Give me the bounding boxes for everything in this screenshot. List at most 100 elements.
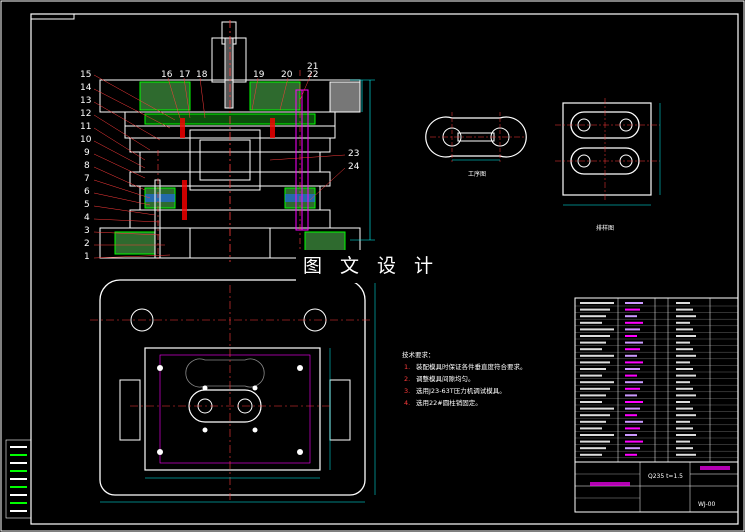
tech-req-text-1: 装配模具时保证各件垂直度符合要求。 (416, 362, 527, 371)
parts-row-material-mark (676, 414, 696, 417)
corner-tab (30, 13, 75, 20)
parts-row-name-mark (625, 361, 643, 364)
parts-row-material-mark (676, 420, 690, 423)
parts-row-name-mark (625, 440, 643, 443)
parts-row-material-mark (676, 374, 696, 377)
parts-row-text-mark (580, 315, 606, 318)
revision-row-mark (10, 462, 27, 464)
part-label-1: 1 (84, 252, 90, 262)
parts-row-material-mark (676, 308, 693, 311)
parts-row-name-mark (625, 381, 643, 384)
part-label-16: 16 (161, 70, 173, 80)
parts-row-name-mark (625, 354, 637, 357)
parts-row-material-mark (676, 381, 690, 384)
parts-row-text-mark (580, 447, 606, 450)
revision-row-mark (10, 454, 27, 456)
part-label-2: 2 (84, 239, 90, 249)
part-label-3: 3 (84, 226, 90, 236)
tech-req-num-4: 4. (404, 399, 410, 407)
parts-row-material-mark (676, 348, 693, 351)
part-label-8: 8 (84, 161, 90, 171)
part-label-18: 18 (196, 70, 208, 80)
revision-row-mark (10, 478, 27, 480)
parts-row-name-mark (625, 341, 643, 344)
parts-row-text-mark (580, 387, 610, 390)
parts-row-material-mark (676, 335, 696, 337)
parts-row-material-mark (676, 315, 696, 318)
title-block-drawing-no: WJ-00 (698, 501, 715, 508)
parts-row-material-mark (676, 387, 693, 390)
parts-row-material-mark (676, 328, 693, 331)
parts-row-name-mark (625, 420, 643, 423)
part-label-13: 13 (80, 96, 91, 106)
parts-row-material-mark (676, 401, 690, 403)
part-label-14: 14 (80, 83, 92, 93)
parts-row-text-mark (580, 374, 602, 377)
parts-row-text-mark (580, 328, 614, 331)
technical-requirements: 技术要求： 1. 装配模具时保证各件垂直度符合要求。 2. 调整模具间隙均匀。 … (402, 350, 527, 407)
parts-row-material-mark (676, 427, 693, 430)
part-number-labels: 15 14 13 12 11 10 9 8 7 6 5 4 3 2 1 16 1… (80, 62, 360, 262)
part-label-4: 4 (84, 213, 90, 223)
tech-req-text-2: 调整模具间隙均匀。 (416, 374, 475, 383)
part-label-5: 5 (84, 200, 90, 210)
layout-caption: 排样图 (596, 224, 614, 232)
parts-row-text-mark (580, 401, 602, 403)
tech-req-text-4: 选用22#圆柱销固定。 (416, 398, 482, 407)
parts-row-name-mark (625, 302, 643, 304)
parts-row-material-mark (676, 453, 696, 456)
parts-row-text-mark (580, 335, 610, 337)
parts-row-text-mark (580, 414, 610, 417)
workpiece-caption: 工序图 (468, 170, 486, 178)
inner-frame (30, 13, 739, 525)
parts-row-name-mark (625, 387, 640, 390)
parts-row-text-mark (580, 427, 602, 430)
parts-row-text-mark (580, 348, 602, 351)
parts-row-name-mark (625, 427, 640, 430)
parts-row-material-mark (676, 361, 690, 364)
parts-row-name-mark (625, 414, 637, 417)
parts-row-text-mark (580, 368, 606, 370)
part-label-11: 11 (80, 122, 91, 132)
parts-row-text-mark (580, 341, 606, 344)
tech-req-num-1: 1. (404, 363, 410, 371)
parts-row-material-mark (676, 341, 690, 344)
part-label-24: 24 (348, 162, 360, 172)
parts-row-name-mark (625, 401, 643, 403)
parts-row-material-mark (676, 447, 693, 450)
parts-row-text-mark (580, 453, 602, 456)
parts-row-name-mark (625, 447, 640, 450)
parts-row-name-mark (625, 394, 637, 397)
part-label-15: 15 (80, 70, 91, 80)
parts-row-text-mark (580, 361, 610, 364)
title-block: Q235 t=1.5 WJ-00 (574, 461, 739, 513)
part-label-17: 17 (179, 70, 190, 80)
section-view (93, 20, 375, 262)
parts-row-material-mark (676, 394, 696, 397)
parts-row-text-mark (580, 434, 614, 436)
title-block-material: Q235 t=1.5 (648, 473, 683, 480)
parts-row-material-mark (676, 368, 693, 370)
parts-row-material-mark (676, 354, 696, 357)
parts-row-name-mark (625, 434, 637, 436)
part-label-20: 20 (281, 70, 293, 80)
parts-list-table (574, 297, 739, 463)
parts-row-text-mark (580, 302, 614, 304)
watermark: 图 文 设 计 (296, 250, 446, 283)
part-label-21: 21 (307, 62, 318, 72)
revision-row-mark (10, 502, 27, 504)
parts-row-text-mark (580, 308, 610, 311)
parts-row-name-mark (625, 453, 637, 456)
parts-row-name-mark (625, 308, 640, 311)
revision-row-mark (10, 470, 27, 472)
revision-row-mark (10, 510, 27, 512)
parts-row-material-mark (676, 407, 693, 410)
part-label-19: 19 (253, 70, 265, 80)
parts-row-text-mark (580, 407, 614, 410)
revision-row-mark (10, 486, 27, 488)
parts-row-text-mark (580, 354, 614, 357)
parts-row-name-mark (625, 407, 640, 410)
parts-row-name-mark (625, 374, 637, 377)
revision-block (5, 439, 32, 519)
